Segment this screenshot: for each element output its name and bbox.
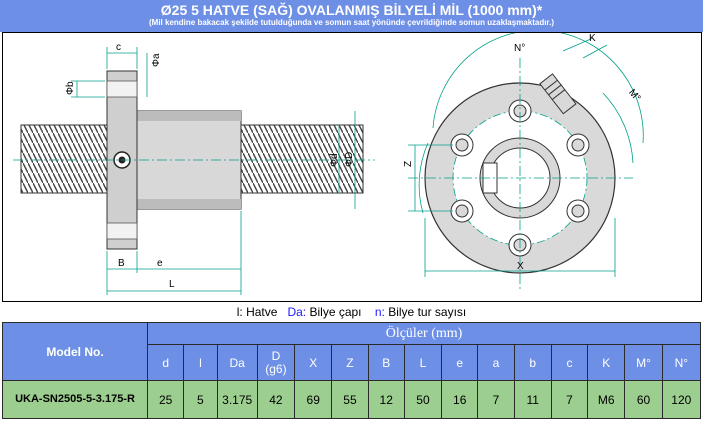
dim-a-label: Φa bbox=[151, 53, 162, 67]
dim-Z-label: Z bbox=[403, 161, 414, 167]
cell-z: 55 bbox=[331, 380, 369, 419]
spec-table: Model No. Ölçüler (mm) d l Da D (g6) X Z… bbox=[1, 322, 702, 419]
col-L: L bbox=[403, 344, 443, 381]
dim-d-label: Φd bbox=[329, 153, 340, 167]
legend-l-text: Hatve bbox=[246, 305, 278, 319]
technical-drawing: c Φa Φb Φd ΦD B e L bbox=[2, 32, 702, 302]
col-n: N° bbox=[661, 344, 702, 381]
dim-b-label: Φb bbox=[65, 81, 76, 95]
col-c: c bbox=[550, 344, 589, 381]
cell-b: 11 bbox=[513, 380, 552, 419]
cell-n: 120 bbox=[661, 380, 702, 419]
model-value: UKA-SN2505-5-3.175-R bbox=[1, 380, 149, 419]
drawing-svg: c Φa Φb Φd ΦD B e L bbox=[13, 33, 644, 295]
cell-m: 60 bbox=[624, 380, 663, 419]
legend-da-text: Bilye çapı bbox=[309, 305, 362, 319]
col-l: l bbox=[183, 344, 218, 381]
col-e: e bbox=[441, 344, 479, 381]
col-d: d bbox=[147, 344, 185, 381]
cell-c: 7 bbox=[550, 380, 589, 419]
col-z: Z bbox=[331, 344, 369, 381]
cell-da: 3.175 bbox=[216, 380, 258, 419]
cell-d: 25 bbox=[147, 380, 185, 419]
dim-D-label: ΦD bbox=[344, 152, 355, 167]
page-subtitle: (Mil kendine bakacak şekilde tutulduğund… bbox=[149, 18, 554, 27]
col-da: Da bbox=[216, 344, 258, 381]
cell-l: 5 bbox=[183, 380, 218, 419]
dim-e-label: e bbox=[157, 258, 163, 269]
col-x: X bbox=[294, 344, 333, 381]
page-title: Ø25 5 HATVE (SAĞ) OVALANMIŞ BİLYELİ MİL … bbox=[160, 2, 543, 18]
col-a: a bbox=[477, 344, 515, 381]
title-banner: Ø25 5 HATVE (SAĞ) OVALANMIŞ BİLYELİ MİL … bbox=[0, 0, 703, 32]
dim-N-label: N° bbox=[514, 43, 525, 54]
col-m: M° bbox=[624, 344, 663, 381]
col-D-g6: D (g6) bbox=[256, 344, 296, 381]
col-b: b bbox=[513, 344, 552, 381]
dim-M-label: M° bbox=[626, 87, 642, 104]
dim-K-label: K bbox=[589, 33, 596, 44]
cell-L: 50 bbox=[403, 380, 443, 419]
legend-n-key: n: bbox=[374, 305, 385, 319]
cell-k: M6 bbox=[587, 380, 626, 419]
cell-B: 12 bbox=[367, 380, 405, 419]
shaft-left bbox=[20, 124, 110, 194]
dim-L-label: L bbox=[169, 279, 175, 290]
dim-c-label: c bbox=[116, 42, 121, 53]
measurements-header: Ölçüler (mm) bbox=[147, 322, 701, 345]
cell-e: 16 bbox=[441, 380, 479, 419]
table-row: UKA-SN2505-5-3.175-R 25 5 3.175 42 69 55… bbox=[1, 380, 702, 419]
legend: l: Hatve Da: Bilye çapı n: Bilye tur say… bbox=[0, 303, 703, 321]
legend-l-key: l: bbox=[236, 305, 243, 319]
col-k: K bbox=[587, 344, 626, 381]
legend-n-text: Bilye tur sayısı bbox=[388, 305, 467, 319]
cell-x: 69 bbox=[294, 380, 333, 419]
shaft-right bbox=[238, 124, 364, 194]
cell-a: 7 bbox=[477, 380, 515, 419]
cell-D: 42 bbox=[256, 380, 296, 419]
dim-X-label: X bbox=[517, 261, 524, 272]
grease-fitting-front bbox=[539, 73, 577, 115]
col-B: B bbox=[367, 344, 405, 381]
dim-B-label: B bbox=[118, 258, 125, 269]
bolt-holes bbox=[450, 99, 590, 257]
legend-da-key: Da: bbox=[287, 305, 307, 319]
model-header: Model No. bbox=[1, 322, 149, 381]
